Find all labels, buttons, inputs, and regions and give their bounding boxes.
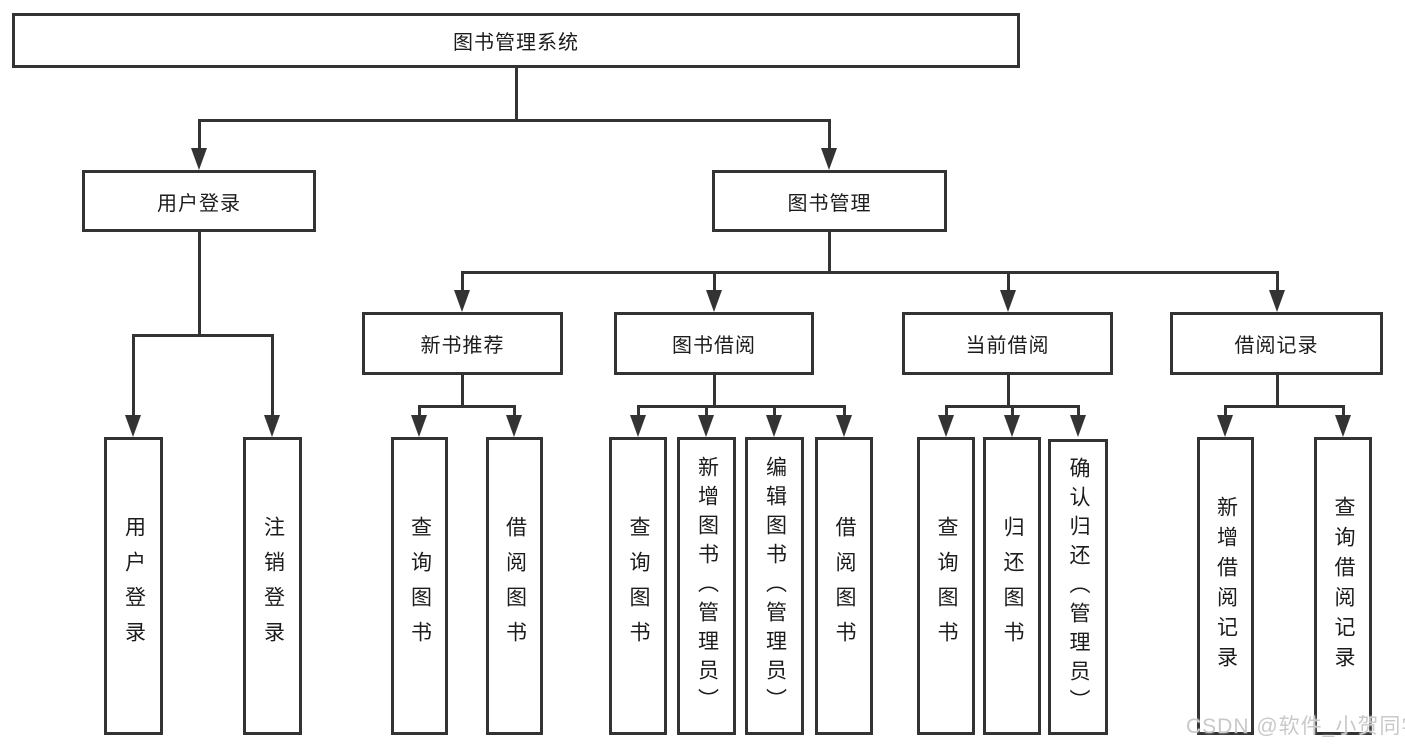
leaf-query-borrow-record: 查询借阅记录 — [1314, 437, 1372, 735]
arrowhead-down-icon — [411, 415, 427, 437]
connector-line — [828, 232, 831, 274]
connector-line — [1342, 405, 1345, 419]
connector-line — [843, 405, 846, 419]
connector-line — [132, 334, 135, 417]
connector-line — [773, 405, 776, 419]
node-book-management: 图书管理 — [712, 170, 947, 232]
leaf-user-login: 用户登录 — [104, 437, 163, 735]
connector-line — [1276, 375, 1279, 408]
connector-line — [637, 405, 846, 408]
leaf-add-borrow-record: 新增借阅记录 — [1197, 437, 1254, 735]
connector-line — [198, 232, 201, 337]
node-current-borrowing: 当前借阅 — [902, 312, 1113, 375]
connector-line — [271, 334, 274, 417]
leaf-logout: 注销登录 — [243, 437, 302, 735]
node-book-borrowing: 图书借阅 — [614, 312, 814, 375]
connector-line — [1276, 271, 1279, 293]
arrowhead-down-icon — [1004, 415, 1020, 437]
arrowhead-down-icon — [264, 415, 280, 437]
leaf-confirm-return-admin: 确认归还（管理员） — [1048, 439, 1108, 735]
arrowhead-down-icon — [698, 415, 714, 437]
leaf-return-books: 归还图书 — [983, 437, 1041, 735]
connector-line — [418, 405, 421, 419]
node-library-management-system: 图书管理系统 — [12, 13, 1020, 68]
node-new-book-recommendation: 新书推荐 — [362, 312, 563, 375]
leaf-borrow-books-recommend: 借阅图书 — [486, 437, 543, 735]
connector-line — [945, 405, 948, 419]
leaf-query-books-borrowing: 查询图书 — [609, 437, 667, 735]
arrowhead-down-icon — [1070, 415, 1086, 437]
connector-line — [461, 271, 1279, 274]
arrowhead-down-icon — [506, 415, 522, 437]
arrowhead-down-icon — [191, 148, 207, 170]
node-borrowing-records: 借阅记录 — [1170, 312, 1383, 375]
connector-line — [1077, 405, 1080, 419]
connector-line — [198, 119, 831, 122]
connector-line — [1007, 271, 1010, 293]
connector-line — [1224, 405, 1345, 408]
connector-line — [828, 119, 831, 151]
arrowhead-down-icon — [1335, 415, 1351, 437]
connector-line — [513, 405, 516, 419]
connector-line — [515, 68, 518, 121]
leaf-query-books-recommend: 查询图书 — [391, 437, 448, 735]
arrowhead-down-icon — [1000, 290, 1016, 312]
connector-line — [1007, 375, 1010, 408]
arrowhead-down-icon — [938, 415, 954, 437]
connector-line — [637, 405, 640, 419]
connector-line — [1011, 405, 1014, 419]
csdn-watermark: CSDN @软件_小贺同学 — [1186, 715, 1405, 738]
leaf-query-books-current: 查询图书 — [917, 437, 975, 735]
connector-line — [713, 375, 716, 408]
arrowhead-down-icon — [766, 415, 782, 437]
node-user-login: 用户登录 — [82, 170, 316, 232]
leaf-edit-book-admin: 编辑图书（管理员） — [745, 437, 804, 735]
arrowhead-down-icon — [836, 415, 852, 437]
arrowhead-down-icon — [706, 290, 722, 312]
arrowhead-down-icon — [821, 148, 837, 170]
arrowhead-down-icon — [454, 290, 470, 312]
connector-line — [705, 405, 708, 419]
arrowhead-down-icon — [125, 415, 141, 437]
leaf-add-book-admin: 新增图书（管理员） — [677, 437, 736, 735]
connector-line — [461, 375, 464, 408]
connector-line — [461, 271, 464, 293]
connector-line — [418, 405, 516, 408]
arrowhead-down-icon — [630, 415, 646, 437]
connector-line — [713, 271, 716, 293]
connector-line — [198, 119, 201, 151]
connector-line — [1224, 405, 1227, 419]
leaf-borrow-books-borrowing: 借阅图书 — [815, 437, 873, 735]
arrowhead-down-icon — [1269, 290, 1285, 312]
connector-line — [132, 334, 274, 337]
arrowhead-down-icon — [1217, 415, 1233, 437]
